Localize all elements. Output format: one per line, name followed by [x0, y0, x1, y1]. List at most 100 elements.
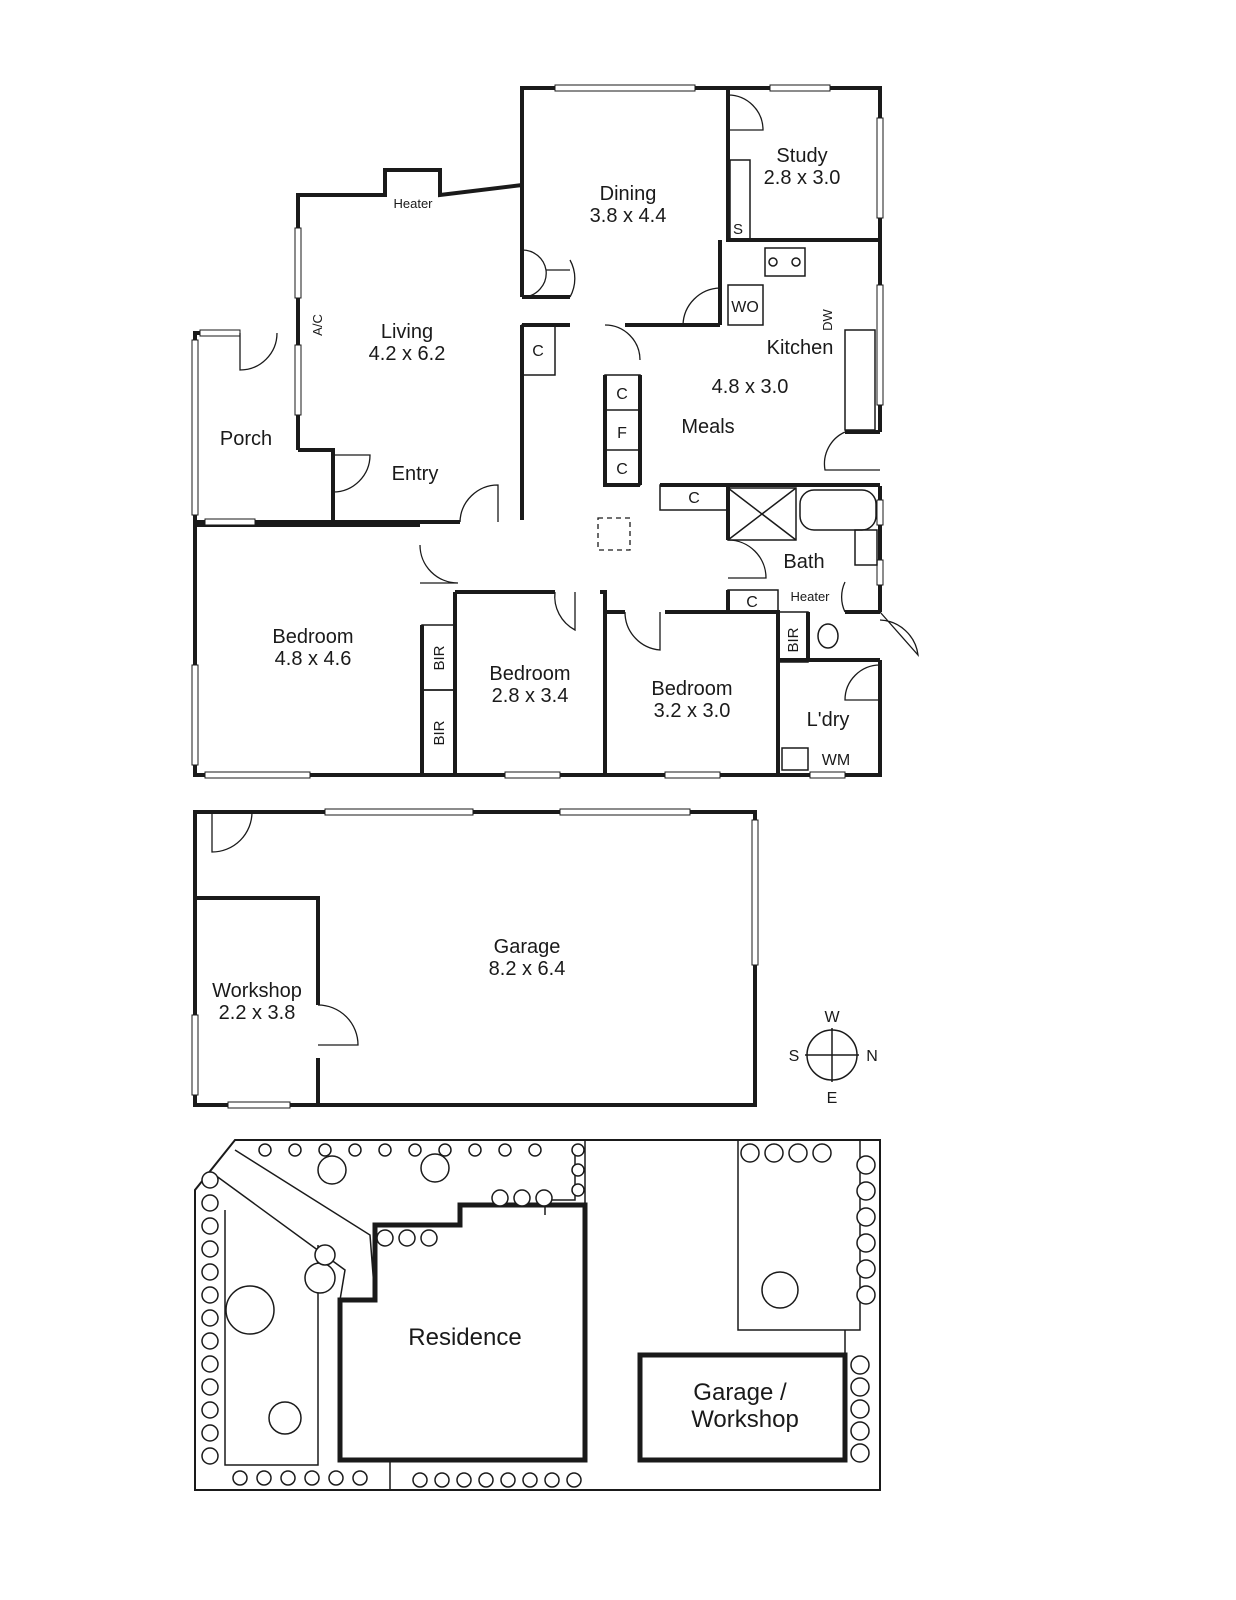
shrub-icon [438, 1143, 452, 1157]
tree-icon [225, 1285, 275, 1335]
compass-n: N [866, 1048, 878, 1065]
wm-label: WM [822, 752, 850, 769]
shrub-icon [201, 1171, 219, 1189]
shrub-icon [856, 1285, 876, 1305]
shrub-icon [201, 1309, 219, 1327]
shrub-icon [201, 1401, 219, 1419]
shrub-icon [566, 1472, 582, 1488]
bedroom2-label: Bedroom [489, 663, 570, 685]
shrub-icon [201, 1424, 219, 1442]
fixtures [421, 159, 878, 776]
tree-icon [268, 1401, 302, 1435]
bedroom2-size: 2.8 x 3.4 [492, 685, 569, 707]
cupboard-label: C [532, 343, 544, 360]
bir-label: BIR [785, 627, 802, 652]
shrub-icon [288, 1143, 302, 1157]
shrub-icon [412, 1472, 428, 1488]
shrub-icon [850, 1355, 870, 1375]
shrub-icon [201, 1194, 219, 1212]
entry-label: Entry [392, 463, 439, 485]
meals-size: 4.8 x 3.0 [712, 376, 789, 398]
bath-label: Bath [783, 551, 824, 573]
cupboard-label: C [746, 594, 758, 611]
shrub-icon [256, 1470, 272, 1486]
tree-icon [761, 1271, 799, 1309]
shrub-icon [258, 1143, 272, 1157]
shrub-icon [535, 1189, 553, 1207]
shrub-icon [376, 1229, 394, 1247]
trees [201, 1143, 876, 1488]
compass-e: E [827, 1090, 838, 1107]
tree-icon [420, 1153, 450, 1183]
shrub-icon [378, 1143, 392, 1157]
shrub-icon [764, 1143, 784, 1163]
workshop-size: 2.2 x 3.8 [219, 1002, 296, 1024]
shrub-icon [201, 1286, 219, 1304]
shrub-icon [571, 1143, 585, 1157]
shrub-icon [788, 1143, 808, 1163]
shrub-icon [201, 1263, 219, 1281]
shrub-icon [434, 1472, 450, 1488]
bir-label: BIR [431, 720, 448, 745]
shrub-icon [318, 1143, 332, 1157]
workshop-label: Workshop [212, 980, 302, 1002]
shrub-icon [232, 1470, 248, 1486]
garage-workshop-label-2: Workshop [691, 1406, 799, 1433]
porch-label: Porch [220, 428, 272, 450]
shrub-icon [491, 1189, 509, 1207]
bedroom1-label: Bedroom [272, 626, 353, 648]
shrub-icon [856, 1207, 876, 1227]
shrub-icon [408, 1143, 422, 1157]
shrub-icon [544, 1472, 560, 1488]
kitchen-label: Kitchen [767, 337, 834, 359]
shrub-icon [201, 1378, 219, 1396]
shrub-icon [513, 1189, 531, 1207]
tree-icon [304, 1262, 336, 1294]
cupboard-label: C [616, 461, 628, 478]
bath-heater-label: Heater [790, 589, 830, 604]
fridge-label: F [617, 425, 627, 442]
shrub-icon [856, 1233, 876, 1253]
bedroom1-size: 4.8 x 4.6 [275, 648, 352, 670]
tree-icon [314, 1244, 336, 1266]
living-size: 4.2 x 6.2 [369, 343, 446, 365]
dining-size: 3.8 x 4.4 [590, 205, 667, 227]
shrub-icon [201, 1332, 219, 1350]
shrub-icon [456, 1472, 472, 1488]
residence-label: Residence [408, 1324, 521, 1351]
compass-s: S [789, 1048, 800, 1065]
shrub-icon [201, 1240, 219, 1258]
bedroom3-label: Bedroom [651, 678, 732, 700]
heater-label: Heater [393, 196, 433, 211]
study-size: 2.8 x 3.0 [764, 167, 841, 189]
wo-label: WO [731, 299, 759, 316]
cupboard-label: C [688, 490, 700, 507]
shrub-icon [304, 1470, 320, 1486]
shrub-icon [571, 1183, 585, 1197]
fixture-labels: Heater Heater A/C S WO DW C C F C C C BI… [310, 196, 850, 769]
shrub-icon [468, 1143, 482, 1157]
shrub-icon [328, 1470, 344, 1486]
meals-label: Meals [681, 416, 734, 438]
shrub-icon [850, 1399, 870, 1419]
shrub-icon [352, 1470, 368, 1486]
shrub-icon [498, 1143, 512, 1157]
shrub-icon [812, 1143, 832, 1163]
dw-label: DW [820, 308, 835, 330]
laundry-label: L'dry [807, 709, 850, 731]
shrub-icon [850, 1377, 870, 1397]
garage-plan: Garage 8.2 x 6.4 Workshop 2.2 x 3.8 [191, 808, 759, 1109]
bir-label: BIR [431, 645, 448, 670]
shrub-icon [856, 1155, 876, 1175]
shrub-icon [850, 1443, 870, 1463]
shrub-icon [201, 1447, 219, 1465]
shrub-icon [478, 1472, 494, 1488]
shrub-icon [201, 1217, 219, 1235]
shrub-icon [522, 1472, 538, 1488]
shrub-icon [348, 1143, 362, 1157]
shrub-icon [201, 1355, 219, 1373]
doors [239, 94, 919, 701]
shrub-icon [856, 1259, 876, 1279]
shrub-icon [571, 1163, 585, 1177]
